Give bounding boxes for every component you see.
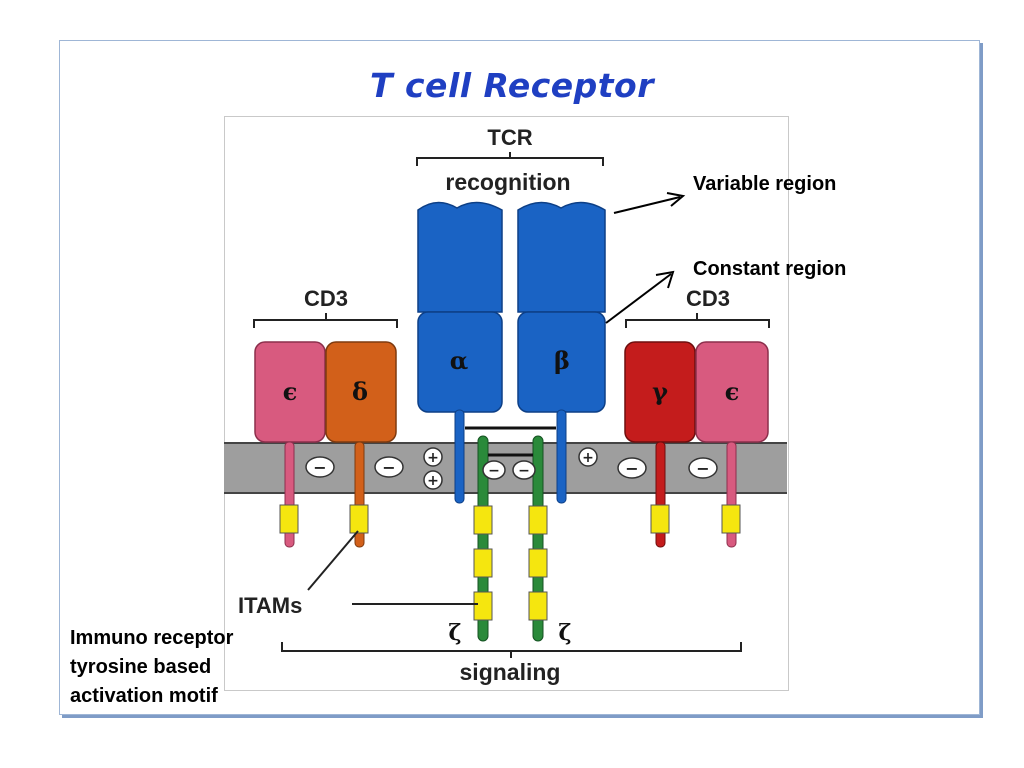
svg-text:−: − xyxy=(382,458,395,477)
svg-text:−: − xyxy=(518,463,530,479)
zeta-right-itam-3 xyxy=(528,591,548,621)
zeta-left-itam-3 xyxy=(473,591,493,621)
constant-region-arrow xyxy=(605,270,675,324)
minus-charge: − xyxy=(374,456,404,478)
recognition-label: recognition xyxy=(445,169,570,195)
gamma-symbol: γ xyxy=(652,377,668,406)
signaling-label: signaling xyxy=(460,659,561,685)
cd3-right-label: CD3 xyxy=(686,286,730,311)
svg-text:+: + xyxy=(427,450,439,466)
delta-itam xyxy=(349,504,369,534)
constant-region-label: Constant region xyxy=(693,258,847,280)
zeta-left-itam-2 xyxy=(473,548,493,578)
itam-description-line-1: Immuno receptor xyxy=(70,627,234,649)
itam-description-line-3: activation motif xyxy=(70,685,218,707)
variable-region-arrow xyxy=(613,192,686,214)
plus-charge: + xyxy=(578,447,598,467)
itam-description-line-2: tyrosine based xyxy=(70,656,212,678)
zeta-chain-right: ζ xyxy=(528,435,572,646)
zeta-right-itam-1 xyxy=(528,505,548,535)
alpha-symbol: α xyxy=(450,346,468,375)
alpha-transmembrane xyxy=(454,409,465,504)
tcr-alpha-chain: α xyxy=(417,201,503,504)
beta-variable-domain xyxy=(517,201,606,313)
cd3-epsilon-left: ϵ xyxy=(254,341,326,548)
svg-text:+: + xyxy=(427,473,439,489)
svg-text:−: − xyxy=(696,459,709,478)
variable-region-label: Variable region xyxy=(693,173,837,195)
itams-pointer-up xyxy=(307,530,359,591)
plus-charge: + xyxy=(423,470,443,490)
minus-charge: − xyxy=(305,456,335,478)
epsilon-right-itam xyxy=(721,504,741,534)
minus-charge: − xyxy=(512,460,536,480)
cd3-right-bracket xyxy=(625,313,770,328)
cd3-delta: δ xyxy=(325,341,397,548)
zeta-right-itam-2 xyxy=(528,548,548,578)
gamma-itam xyxy=(650,504,670,534)
minus-charge: − xyxy=(617,457,647,479)
tcr-bracket xyxy=(416,152,604,166)
membrane-charges: − − + + − − + − − xyxy=(305,447,718,490)
svg-text:−: − xyxy=(313,458,326,477)
zeta-right-strand xyxy=(532,435,544,642)
tcr-beta-chain: β xyxy=(517,201,606,504)
tcr-label: TCR xyxy=(487,125,532,150)
zeta-right-symbol: ζ xyxy=(558,620,571,646)
epsilon-left-itam xyxy=(279,504,299,534)
svg-text:−: − xyxy=(625,459,638,478)
zeta-chain-left: ζ xyxy=(448,435,493,646)
slide-title: T cell Receptor xyxy=(370,66,654,105)
cd3-gamma: γ xyxy=(624,341,696,548)
signaling-bracket xyxy=(281,642,742,658)
beta-transmembrane xyxy=(556,409,567,504)
cd3-epsilon-right: ϵ xyxy=(695,341,769,548)
itams-label: ITAMs xyxy=(238,593,302,618)
alpha-variable-domain xyxy=(417,201,503,313)
epsilon-left-symbol: ϵ xyxy=(283,377,298,406)
cd3-left-label: CD3 xyxy=(304,286,348,311)
minus-charge: − xyxy=(688,457,718,479)
plus-charge: + xyxy=(423,447,443,467)
zeta-left-itam-1 xyxy=(473,505,493,535)
beta-symbol: β xyxy=(554,346,570,375)
svg-text:+: + xyxy=(582,450,594,466)
svg-text:−: − xyxy=(488,463,500,479)
itam-description: Immuno receptor tyrosine based activatio… xyxy=(70,624,233,711)
delta-symbol: δ xyxy=(352,377,368,406)
epsilon-right-symbol: ϵ xyxy=(725,377,740,406)
minus-charge: − xyxy=(482,460,506,480)
zeta-left-strand xyxy=(477,435,489,642)
cd3-left-bracket xyxy=(253,313,398,328)
zeta-left-symbol: ζ xyxy=(448,620,461,646)
